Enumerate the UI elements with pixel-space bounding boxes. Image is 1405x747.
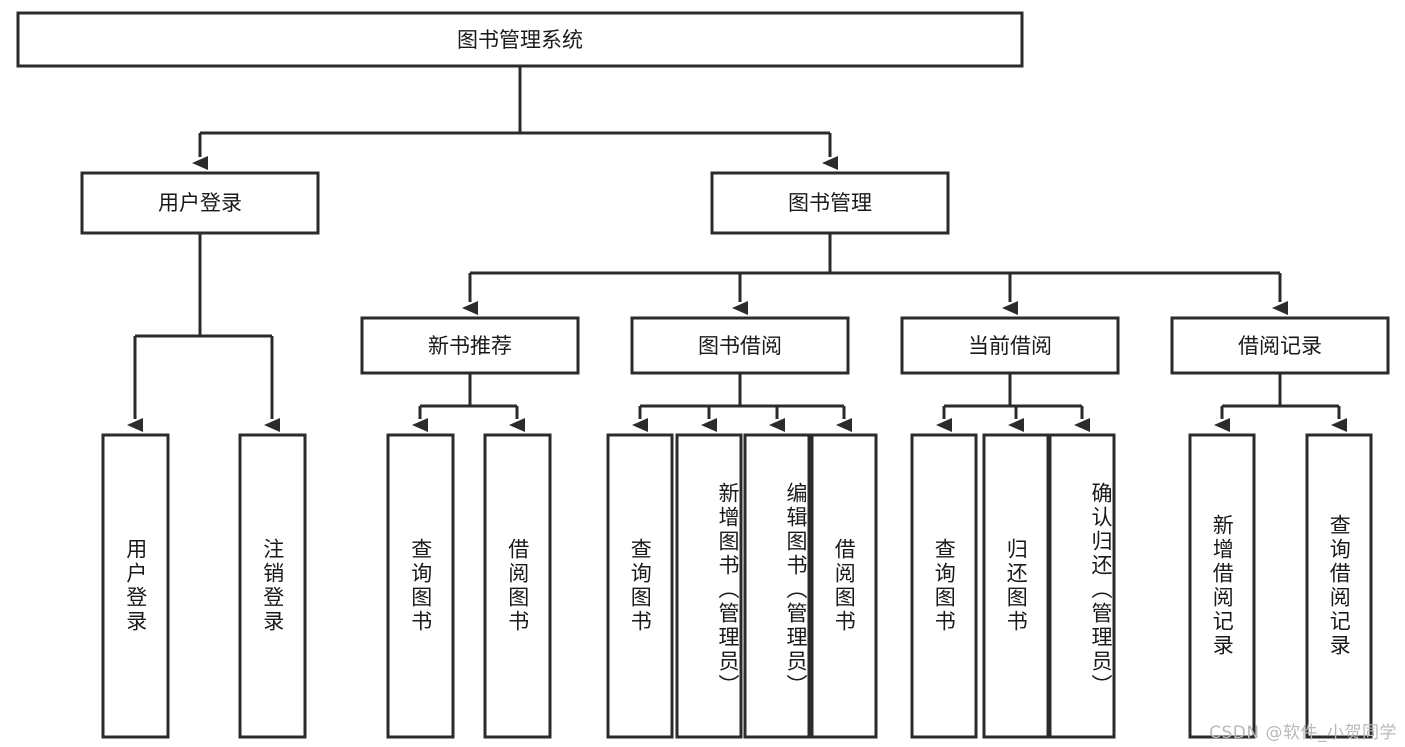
node-borrow-record-rect[interactable] [1170,316,1390,375]
node-book-borrow[interactable]: 图书借阅 [630,316,850,375]
node-root-rect[interactable] [16,11,1024,68]
node-leaf-query-book-1-rect[interactable] [386,433,455,739]
node-book-borrow-label: 图书借阅 [698,334,782,358]
node-new-book-rec[interactable]: 新书推荐 [360,316,580,375]
node-new-book-rec-label: 新书推荐 [428,334,512,358]
connector-layer [127,66,1347,432]
edge-root-bus [200,66,830,135]
node-leaf-query-book-2-rect[interactable] [606,433,674,739]
node-user-login-label: 用户登录 [158,191,242,215]
node-leaf-query-record-rect[interactable] [1305,433,1373,739]
node-root[interactable]: 图书管理系统 [16,11,1024,68]
node-leaf-user-login-rect[interactable] [101,433,170,739]
node-leaf-query-book-3-rect[interactable] [910,433,978,739]
node-current-borrow-rect[interactable] [900,316,1120,375]
edge-book-borrow-bus [640,373,844,408]
node-borrow-record[interactable]: 借阅记录 [1170,316,1390,375]
node-leaf-return-book-rect[interactable] [982,433,1050,739]
watermark-text: CSDN @软件_小贺同学 [1209,723,1397,743]
node-leaf-user-logout-rect[interactable] [238,433,307,739]
node-borrow-record-label: 借阅记录 [1238,334,1322,358]
edge-user-login-bus [135,233,272,338]
node-leaf-add-record-rect[interactable] [1188,433,1256,739]
node-current-borrow-label: 当前借阅 [968,334,1052,358]
node-leaf-add-book-rect[interactable] [675,433,743,739]
node-book-manage-label: 图书管理 [788,191,872,215]
node-user-login[interactable]: 用户登录 [80,171,320,235]
node-book-borrow-rect[interactable] [630,316,850,375]
node-new-book-rec-rect[interactable] [360,316,580,375]
edge-current-borrow-bus [944,373,1082,408]
node-book-manage-rect[interactable] [710,171,950,235]
node-leaf-borrow-book-1-rect[interactable] [483,433,552,739]
node-root-label: 图书管理系统 [457,28,583,52]
node-leaf-confirm-return-rect[interactable] [1048,433,1116,739]
node-book-manage[interactable]: 图书管理 [710,171,950,235]
edge-new-book-rec-bus [420,373,517,408]
node-current-borrow[interactable]: 当前借阅 [900,316,1120,375]
edge-borrow-record-bus [1222,373,1339,408]
edge-book-manage-bus [470,233,1280,275]
node-leaf-borrow-book-2-rect[interactable] [810,433,878,739]
node-layer: 图书管理系统 用户登录 图书管理 新书推荐 图书借阅 当前 [16,11,1390,739]
node-leaf-edit-book-rect[interactable] [743,433,811,739]
node-user-login-rect[interactable] [80,171,320,235]
